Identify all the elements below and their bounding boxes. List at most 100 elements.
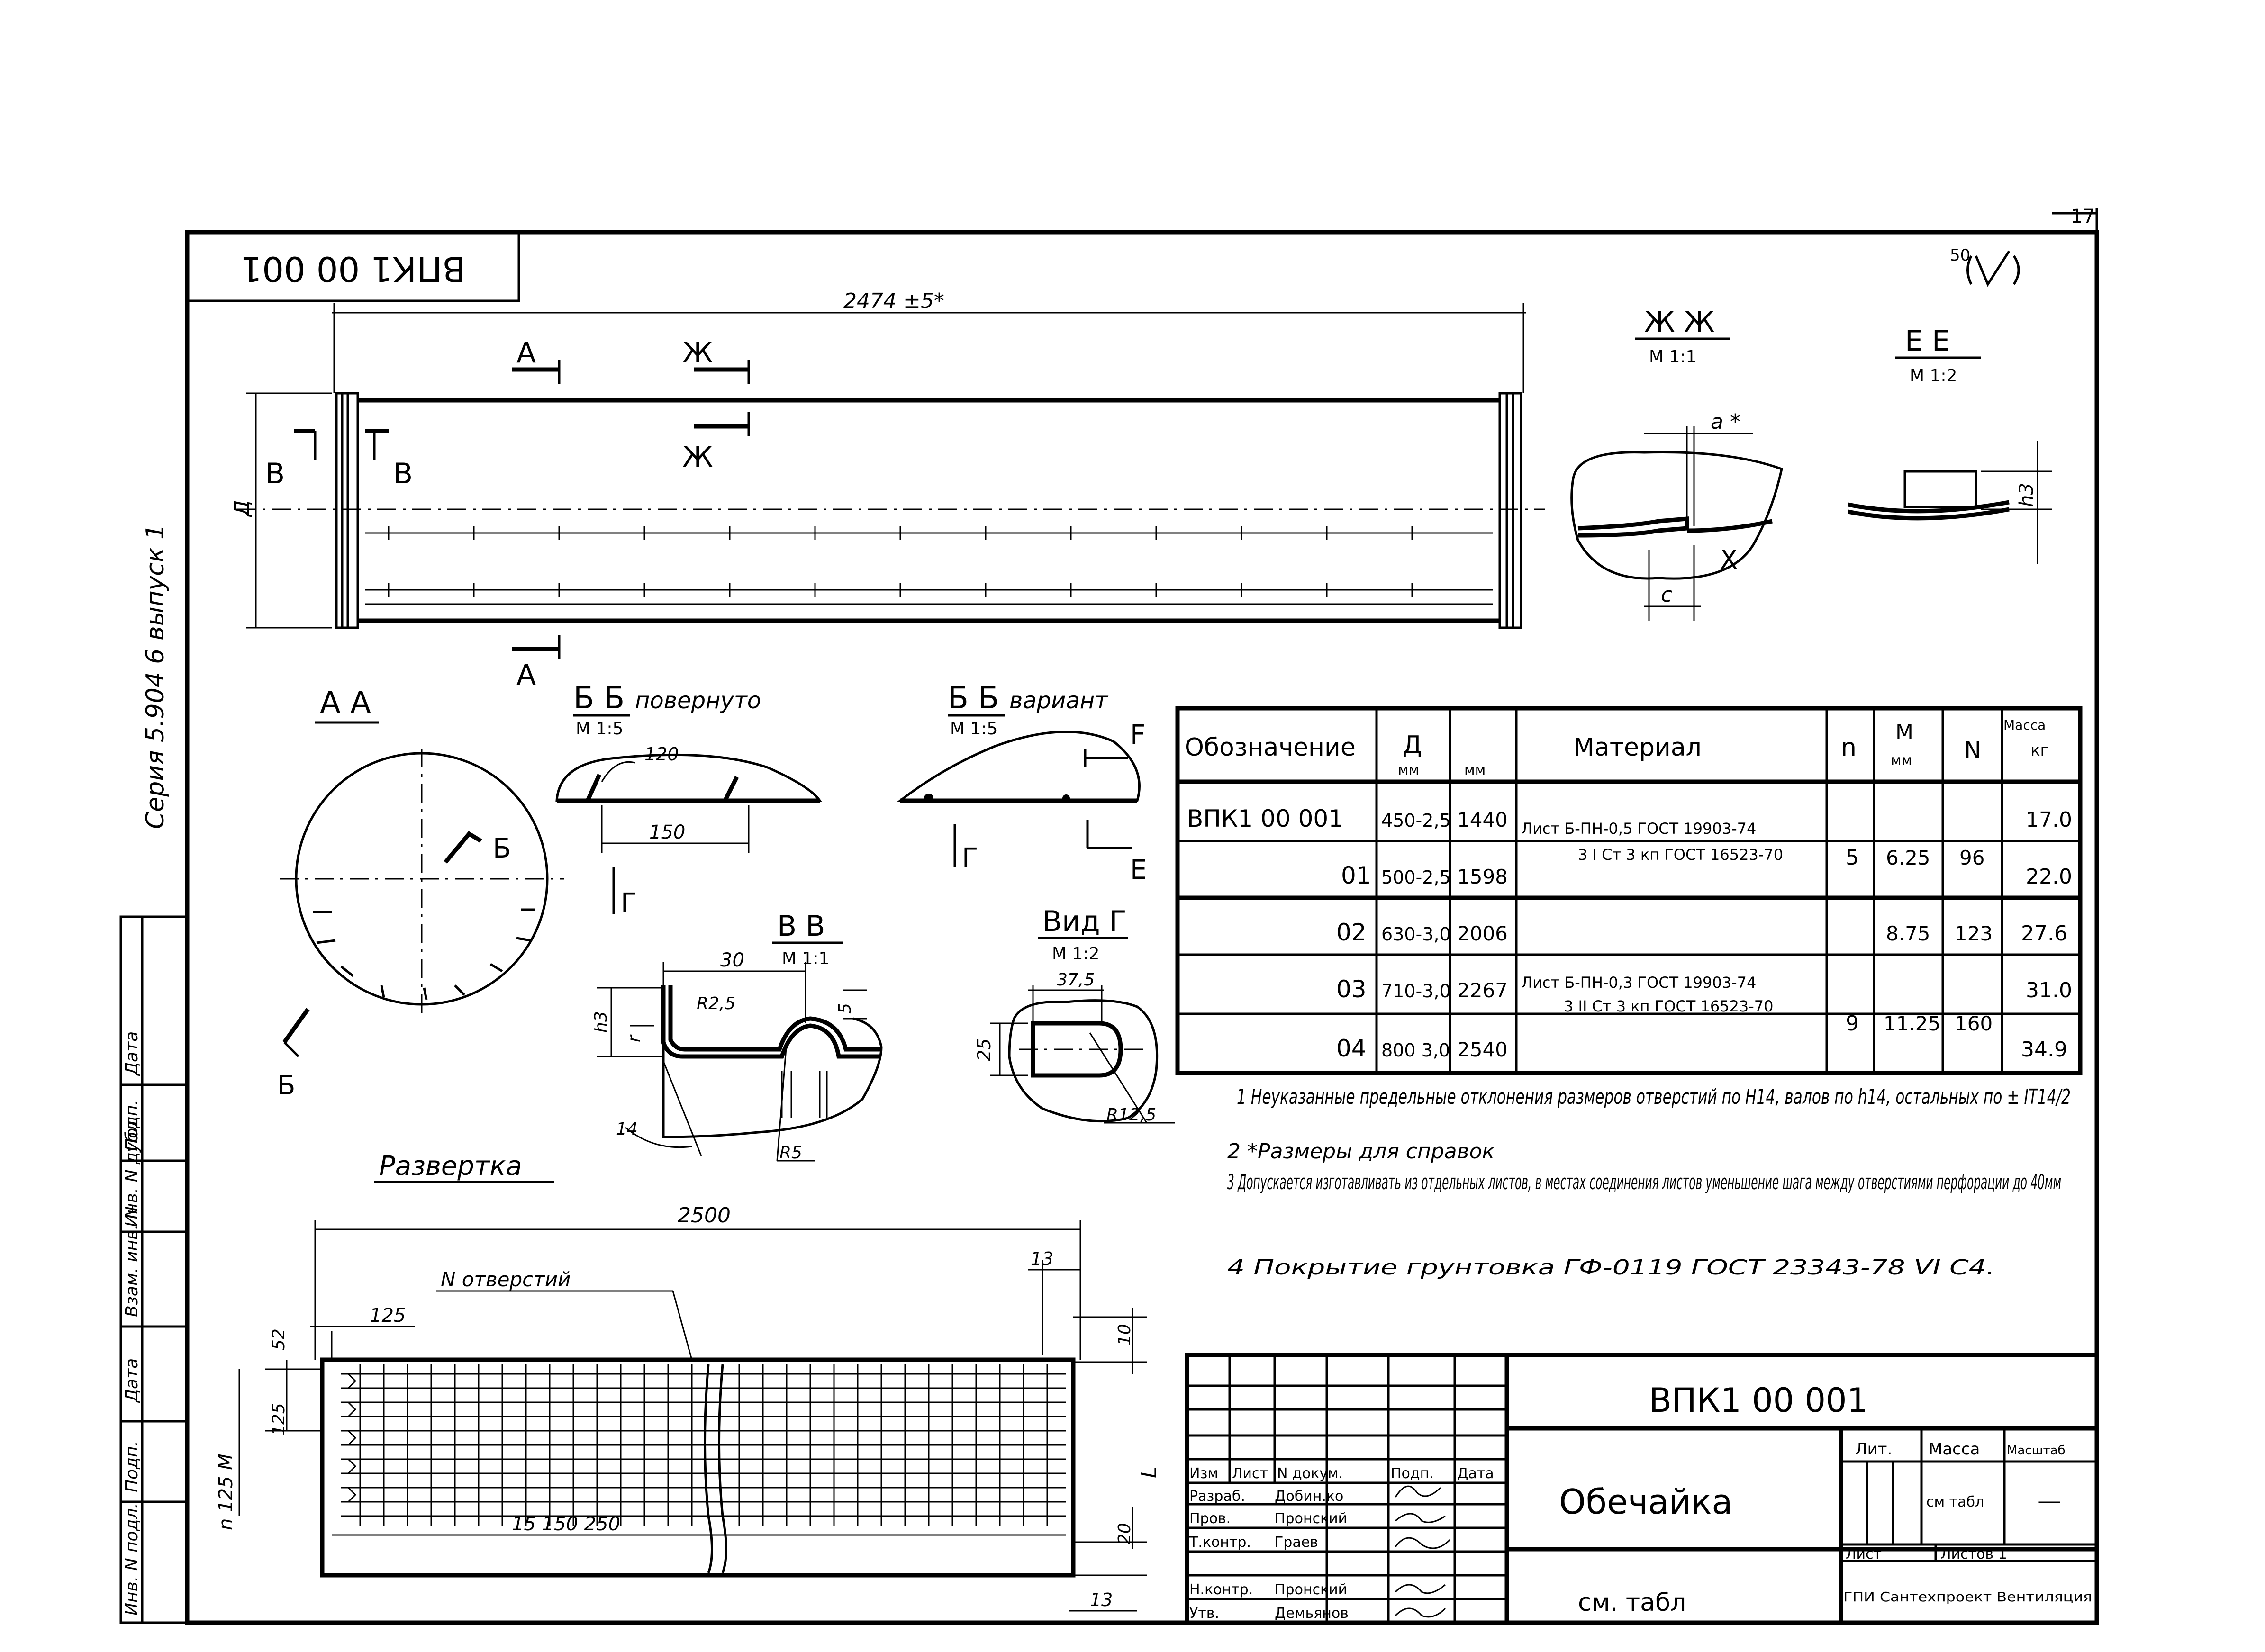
svg-text:М 1:5: М 1:5 xyxy=(950,719,997,739)
svg-text:Г: Г xyxy=(962,843,978,874)
svg-text:31.0: 31.0 xyxy=(2026,978,2072,1002)
svg-text:Демьянов: Демьянов xyxy=(1275,1605,1349,1622)
svg-text:Подп.: Подп. xyxy=(1391,1465,1434,1482)
svg-text:кг: кг xyxy=(2030,741,2048,760)
section-aa: А А Б Б xyxy=(277,686,564,1101)
svg-text:Лист Б-ПН-0,3 ГОСТ 19903-74: Лист Б-ПН-0,3 ГОСТ 19903-74 xyxy=(1521,974,1756,992)
svg-text:2267: 2267 xyxy=(1457,979,1508,1002)
svg-text:Н.контр.: Н.контр. xyxy=(1189,1581,1253,1598)
svg-text:17.0: 17.0 xyxy=(2026,808,2072,832)
svg-text:14: 14 xyxy=(616,1119,638,1139)
svg-text:Пров.: Пров. xyxy=(1189,1510,1231,1527)
svg-text:n 125 М: n 125 М xyxy=(215,1453,237,1530)
svg-text:А: А xyxy=(516,336,536,370)
svg-text:710-3,0: 710-3,0 xyxy=(1381,981,1451,1002)
doc-code-rotated: ВПК1 00 001 xyxy=(240,249,465,289)
svg-text:630-3,0: 630-3,0 xyxy=(1381,924,1451,945)
svg-text:L: L xyxy=(1137,1466,1161,1478)
svg-text:52: 52 xyxy=(269,1328,289,1350)
svg-text:Обечайка: Обечайка xyxy=(1559,1482,1732,1522)
svg-text:27.6: 27.6 xyxy=(2021,921,2067,946)
svg-text:37,5: 37,5 xyxy=(1057,970,1095,990)
svg-text:см табл: см табл xyxy=(1926,1494,1984,1510)
svg-text:Листов 1: Листов 1 xyxy=(1940,1546,2007,1562)
svg-text:Д: Д xyxy=(230,500,254,517)
section-bb2: Б Б вариант М 1:5 F Г Е xyxy=(897,681,1147,885)
svg-text:Ж: Ж xyxy=(682,336,713,370)
svg-text:Т.контр.: Т.контр. xyxy=(1189,1534,1251,1551)
svg-text:1 Неуказанные предельные откл: 1 Неуказанные предельные отклонения разм… xyxy=(1237,1085,2071,1109)
series-label: Серия 5.904 6 выпуск 1 xyxy=(141,524,170,829)
flat-pattern: Развертка 2500 N отверстий 125 52 125 n … xyxy=(215,1151,1161,1612)
svg-text:03: 03 xyxy=(1336,975,1367,1003)
svg-text:Масса: Масса xyxy=(2003,717,2046,733)
section-bb1: Б Б повернуто М 1:5 120 150 Г xyxy=(555,681,822,919)
svg-text:3 II Ст 3 кп ГОСТ 16523-70: 3 II Ст 3 кп ГОСТ 16523-70 xyxy=(1564,997,1774,1015)
svg-text:125: 125 xyxy=(269,1403,289,1435)
svg-text:3 Допускается изготавливать и: 3 Допускается изготавливать из отдельных… xyxy=(1227,1170,2061,1194)
section-zh: Ж Ж М 1:1 а * с Х xyxy=(1570,306,1783,621)
svg-text:Граев: Граев xyxy=(1275,1534,1318,1551)
svg-text:123: 123 xyxy=(1955,922,1993,945)
notes: 1 Неуказанные предельные отклонения разм… xyxy=(1227,1085,2071,1280)
svg-text:М: М xyxy=(1895,720,1913,744)
svg-text:15 150 250: 15 150 250 xyxy=(512,1513,620,1535)
svg-text:мм: мм xyxy=(1398,762,1419,778)
svg-text:n: n xyxy=(1841,733,1857,762)
svg-text:Е Е: Е Е xyxy=(1905,325,1950,358)
svg-text:Утв.: Утв. xyxy=(1189,1605,1219,1622)
svg-text:М 1:2: М 1:2 xyxy=(1052,944,1099,964)
svg-text:см. табл: см. табл xyxy=(1578,1589,1686,1617)
svg-text:Пронский: Пронский xyxy=(1275,1510,1347,1527)
svg-text:А А: А А xyxy=(320,686,371,721)
svg-text:R5: R5 xyxy=(779,1143,802,1163)
svg-text:Пронский: Пронский xyxy=(1275,1581,1347,1598)
svg-text:А: А xyxy=(516,659,536,692)
svg-text:6.25: 6.25 xyxy=(1886,846,1930,869)
svg-text:Дата: Дата xyxy=(1457,1465,1494,1482)
svg-text:800 3,0: 800 3,0 xyxy=(1381,1040,1450,1061)
svg-text:96: 96 xyxy=(1959,846,1984,869)
svg-text:В В: В В xyxy=(777,910,825,943)
svg-text:125: 125 xyxy=(370,1305,406,1327)
svg-text:N: N xyxy=(1964,737,1981,764)
svg-text:Материал: Материал xyxy=(1573,733,1702,762)
svg-text:Лист Б-ПН-0,5 ГОСТ 19903-74: Лист Б-ПН-0,5 ГОСТ 19903-74 xyxy=(1521,820,1756,838)
main-view: 2474 ±5* Д xyxy=(230,289,1545,692)
svg-text:Изм: Изм xyxy=(1189,1465,1218,1482)
svg-text:Инв. N подл.: Инв. N подл. xyxy=(122,1503,142,1616)
svg-text:2006: 2006 xyxy=(1457,922,1508,945)
svg-text:30: 30 xyxy=(720,949,744,971)
svg-text:01: 01 xyxy=(1341,862,1371,889)
roughness-icon xyxy=(1966,250,2020,287)
svg-text:Масса: Масса xyxy=(1929,1440,1980,1459)
svg-text:М 1:1: М 1:1 xyxy=(1649,347,1696,367)
svg-text:Лист: Лист xyxy=(1846,1546,1882,1562)
svg-text:500-2,5: 500-2,5 xyxy=(1381,867,1451,888)
svg-text:Х: Х xyxy=(1720,545,1738,575)
svg-text:Ж: Ж xyxy=(682,441,713,474)
svg-text:Б: Б xyxy=(493,833,511,864)
svg-text:R12,5: R12,5 xyxy=(1106,1105,1156,1125)
svg-text:Лист: Лист xyxy=(1232,1465,1268,1482)
svg-text:F: F xyxy=(1130,720,1145,750)
svg-text:450-2,5: 450-2,5 xyxy=(1381,810,1451,831)
svg-text:9: 9 xyxy=(1846,1011,1859,1036)
svg-text:Б Б: Б Б xyxy=(948,681,999,716)
svg-text:h3: h3 xyxy=(2016,483,2038,507)
svg-text:Дата: Дата xyxy=(122,1358,142,1403)
perforation-grid xyxy=(341,1364,1066,1536)
svg-text:Г: Г xyxy=(621,888,637,919)
svg-text:1440: 1440 xyxy=(1457,808,1508,831)
svg-text:Д: Д xyxy=(1403,731,1422,759)
svg-text:3 I Ст 3 кп ГОСТ 16523-70: 3 I Ст 3 кп ГОСТ 16523-70 xyxy=(1578,846,1783,864)
svg-text:2540: 2540 xyxy=(1457,1038,1508,1061)
svg-text:ВПК1 00 001: ВПК1 00 001 xyxy=(1187,805,1343,832)
svg-text:Инв. N дубл.: Инв. N дубл. xyxy=(122,1115,142,1227)
roughness-value: 50 xyxy=(1950,246,1970,265)
svg-text:Подп.: Подп. xyxy=(122,1441,142,1492)
svg-text:с: с xyxy=(1661,583,1672,607)
svg-text:2 *Размеры для справок: 2 *Размеры для справок xyxy=(1227,1139,1495,1164)
svg-text:В: В xyxy=(265,457,285,490)
